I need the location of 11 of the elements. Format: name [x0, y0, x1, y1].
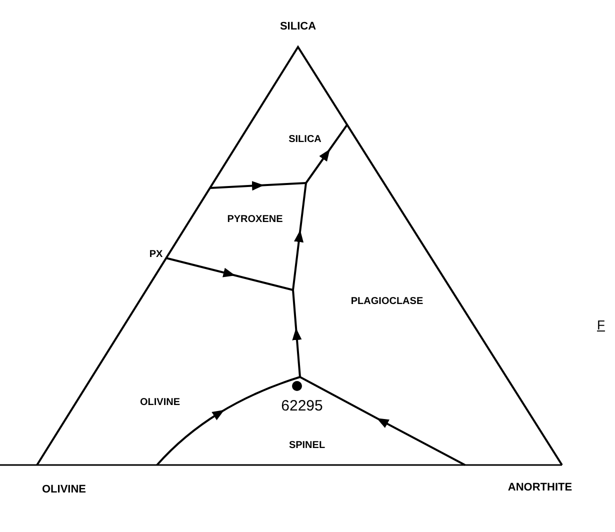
phase-label: SILICA: [280, 22, 316, 32]
phase-label: SPINEL: [288, 441, 326, 451]
phase-label: F: [597, 318, 605, 332]
phase-label: SILICA: [288, 135, 322, 145]
phase-label: PX: [149, 250, 163, 260]
phase-label: OLIVINE: [140, 398, 180, 408]
phase-label: PLAGIOCLASE: [350, 297, 424, 307]
phase-label: ANORTHITE: [508, 482, 572, 494]
phase-label: OLIVINE: [42, 484, 86, 496]
phase-label: PYROXENE: [227, 215, 283, 225]
sample-number: 62295: [281, 398, 323, 414]
